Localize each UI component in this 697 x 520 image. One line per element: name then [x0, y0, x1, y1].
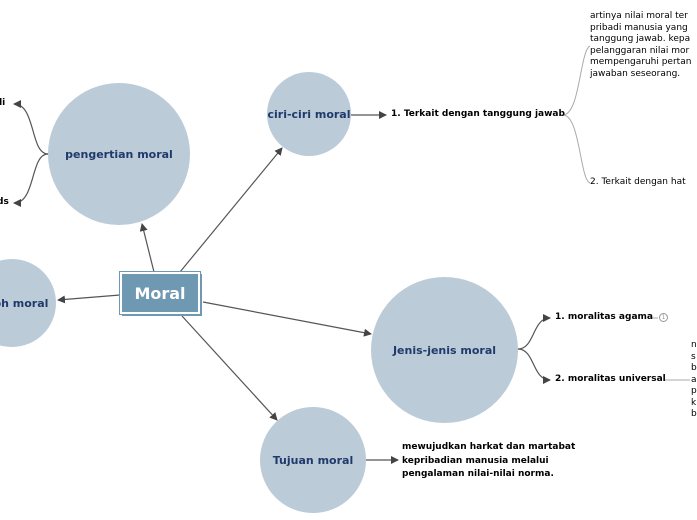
universal-detail-line: n — [691, 340, 697, 350]
universal-detail-line: p — [691, 386, 697, 396]
universal-detail-line: a — [691, 374, 697, 385]
jenis-item-moralitas-agama[interactable]: 1. moralitas agama — [555, 312, 653, 322]
topic-label: Jenis-jenis moral — [392, 343, 497, 357]
topic-ciri-ciri-moral[interactable]: ciri-ciri moral — [267, 72, 351, 156]
pengertian-subitem-1[interactable]: ali — [0, 98, 6, 108]
topic-label: Tujuan moral — [272, 453, 354, 467]
ciri-detail-line: mempengaruhi pertan — [590, 57, 692, 67]
ciri-detail-line: artinya nilai moral ter — [590, 11, 688, 21]
universal-detail-line: b — [691, 409, 697, 419]
pengertian-branch-bottom — [13, 153, 49, 207]
edge-to-tujuan — [181, 315, 278, 421]
edge-jenis-item1 — [517, 314, 551, 350]
edge-to-jenis — [202, 301, 372, 337]
topic-label: oh moral — [0, 296, 49, 310]
ciri-detail-brace — [562, 45, 591, 116]
topic-label: pengertian moral — [65, 147, 173, 161]
universal-detail-line: b — [691, 363, 697, 373]
tujuan-detail-line: kepribadian manusia melalui — [402, 455, 549, 466]
tujuan-detail-line: mewujudkan harkat dan martabat — [402, 442, 576, 452]
tujuan-detail-line: pengalaman nilai-nilai norma. — [402, 469, 554, 479]
universal-detail-line: k — [691, 397, 697, 408]
topic-label: ciri-ciri moral — [267, 107, 351, 121]
central-topic-moral[interactable]: Moral — [120, 272, 200, 314]
ciri-detail-line: pelanggaran nilai mor — [590, 45, 690, 56]
topic-pengertian-moral[interactable]: pengertian moral — [48, 83, 190, 225]
ciri-item-2[interactable]: 2. Terkait dengan hat — [590, 177, 686, 187]
edge-to-ciri — [179, 147, 283, 273]
ciri-detail-line: tanggung jawab. kepa — [590, 34, 691, 44]
expand-collapsed-icon[interactable]: 1 — [659, 313, 668, 322]
topic-jenis-jenis-moral[interactable]: Jenis-jenis moral — [371, 277, 518, 423]
edge-to-pengertian — [139, 223, 155, 273]
pengertian-subitem-2[interactable]: ds — [0, 197, 9, 207]
ciri-detail-line: jawaban seseorang. — [590, 68, 681, 79]
topic-tujuan-moral[interactable]: Tujuan moral — [260, 407, 366, 513]
central-label: Moral — [134, 283, 186, 303]
pengertian-branch-top — [13, 100, 49, 155]
ciri-item2-brace — [562, 114, 591, 184]
edge-to-contoh — [57, 294, 121, 304]
ciri-item-1[interactable]: 1. Terkait dengan tanggung jawab — [391, 109, 565, 119]
universal-detail-line: s — [691, 351, 696, 362]
universal-detail-text: n s b a p k b — [691, 340, 697, 421]
jenis-item-moralitas-universal[interactable]: 2. moralitas universal — [555, 374, 666, 384]
ciri-detail-line: pribadi manusia yang — [590, 22, 688, 33]
ciri-detail-text: artinya nilai moral ter pribadi manusia … — [590, 11, 691, 80]
edge-jenis-item2 — [517, 348, 551, 384]
tujuan-detail-text[interactable]: mewujudkan harkat dan martabat kepribadi… — [402, 441, 575, 482]
